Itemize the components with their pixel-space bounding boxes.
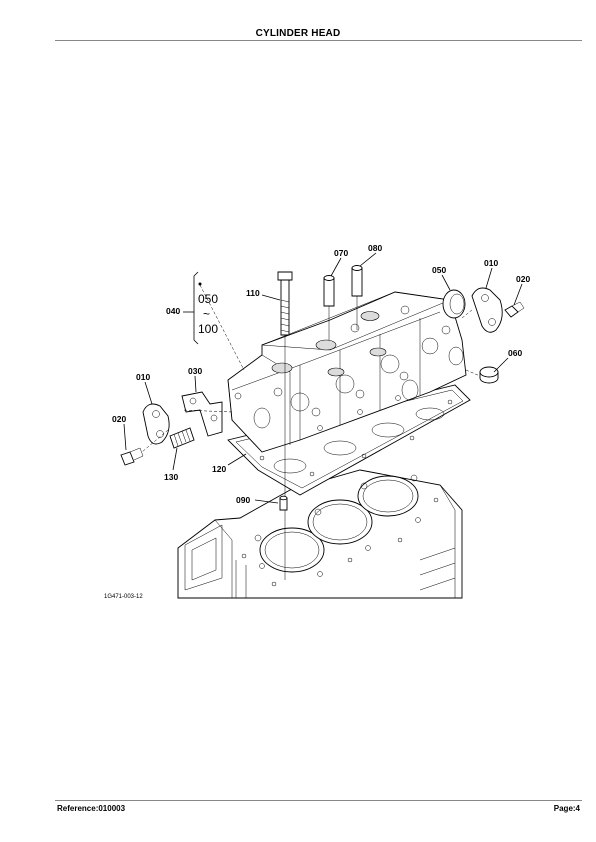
dowel-pin-090 [279, 495, 288, 511]
footer-reference: Reference:010003 [57, 804, 126, 813]
label-020-left: 020 [112, 414, 126, 424]
cylinder-block [177, 469, 463, 599]
label-070: 070 [334, 248, 348, 258]
figure-code: 1G471-003-12 [104, 594, 143, 600]
cylinder-head [227, 291, 467, 453]
label-080: 080 [368, 243, 382, 253]
bolt-020-right [504, 301, 525, 318]
label-range-start: 050 [198, 292, 218, 306]
label-040: 040 [166, 306, 180, 316]
label-range-end: 100 [198, 322, 218, 336]
label-130: 130 [164, 472, 178, 482]
bolt-020-left [120, 447, 144, 466]
label-range-sep: ~ [203, 307, 210, 321]
stud-130 [169, 427, 195, 449]
label-020-right: 020 [516, 274, 530, 284]
valve-guide-070 [323, 275, 335, 340]
leader-lines [123, 252, 523, 504]
plug-060 [479, 366, 499, 384]
footer-page-number: Page:4 [553, 804, 580, 813]
label-060: 060 [508, 348, 522, 358]
plug-050 [442, 289, 466, 319]
label-050: 050 [432, 265, 446, 275]
page-title: CYLINDER HEAD [255, 28, 341, 39]
label-120: 120 [212, 464, 226, 474]
label-110: 110 [246, 288, 260, 298]
label-030: 030 [188, 366, 202, 376]
footer-rule [55, 800, 582, 801]
valve-guide-080 [351, 265, 363, 330]
part-labels: 070 080 050 010 020 110 040 050 ~ 100 06… [104, 243, 530, 600]
head-bolt-110 [277, 271, 293, 580]
bracket-030 [181, 391, 223, 437]
label-010-left: 010 [136, 372, 150, 382]
label-090: 090 [236, 495, 250, 505]
hanger-plate-010-right [471, 287, 503, 333]
label-010-right: 010 [484, 258, 498, 268]
header-rule [55, 40, 582, 41]
hanger-plate-010-left [142, 403, 170, 445]
